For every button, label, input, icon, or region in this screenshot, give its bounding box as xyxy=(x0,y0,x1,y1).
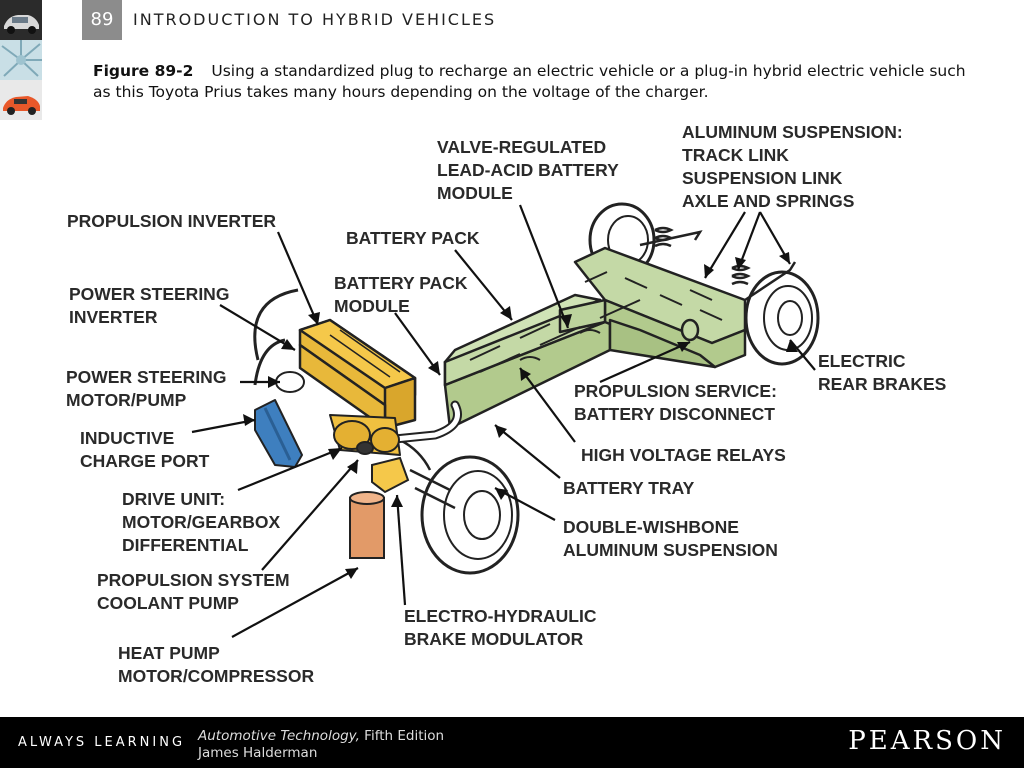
label-battery-pack-module: BATTERY PACK MODULE xyxy=(334,273,472,316)
label-heat-pump: HEAT PUMP MOTOR/COMPRESSOR xyxy=(118,643,314,686)
leader-arrowheads xyxy=(243,252,798,579)
figure-caption-text: Using a standardized plug to recharge an… xyxy=(93,62,966,101)
label-drive-unit: DRIVE UNIT: MOTOR/GEARBOX DIFFERENTIAL xyxy=(122,489,285,555)
chapter-thumbnails xyxy=(0,0,42,122)
label-battery-tray: BATTERY TRAY xyxy=(563,478,695,498)
front-wheel xyxy=(420,455,520,575)
chapter-number: 89 xyxy=(82,0,122,40)
publisher-logo: PEARSON xyxy=(848,726,1006,756)
slogan: ALWAYS LEARNING xyxy=(18,735,186,750)
heat-pump-compressor xyxy=(349,491,385,559)
label-power-steering-motor: POWER STEERING MOTOR/PUMP xyxy=(66,367,231,410)
label-aluminum-suspension: ALUMINUM SUSPENSION: TRACK LINK SUSPENSI… xyxy=(682,122,908,211)
label-electric-rear-brakes: ELECTRIC REAR BRAKES xyxy=(818,351,946,394)
label-inductive-charge-port: INDUCTIVE CHARGE PORT xyxy=(80,428,210,471)
book-title: Automotive Technology, xyxy=(198,728,360,744)
component-labels: VALVE-REGULATED LEAD-ACID BATTERY MODULE… xyxy=(66,122,946,686)
rear-right-wheel xyxy=(744,270,820,366)
book-credit: Automotive Technology, Fifth Edition Jam… xyxy=(198,728,444,762)
propulsion-inverter xyxy=(298,318,417,430)
rear-suspension xyxy=(639,226,797,302)
footer-bar: ALWAYS LEARNING Automotive Technology, F… xyxy=(0,717,1024,768)
label-battery-pack: BATTERY PACK xyxy=(346,228,480,248)
label-high-voltage-relays: HIGH VOLTAGE RELAYS xyxy=(581,445,786,465)
brake-modulator xyxy=(371,456,410,494)
front-left-wheel xyxy=(253,288,299,386)
label-propulsion-inverter: PROPULSION INVERTER xyxy=(67,211,276,231)
sports-car-thumbnail xyxy=(0,80,42,120)
drive-unit xyxy=(329,414,401,456)
label-coolant-pump: PROPULSION SYSTEM COOLANT PUMP xyxy=(97,570,294,613)
label-valve-regulated-battery: VALVE-REGULATED LEAD-ACID BATTERY MODULE xyxy=(437,137,623,203)
power-steering-motor xyxy=(275,371,305,393)
car-thumbnail-top xyxy=(0,0,42,40)
book-author: James Halderman xyxy=(198,745,318,761)
label-brake-modulator: ELECTRO-HYDRAULIC BRAKE MODULATOR xyxy=(404,606,601,649)
battery-pack xyxy=(443,246,747,430)
label-propulsion-service: PROPULSION SERVICE: BATTERY DISCONNECT xyxy=(574,381,782,424)
turbine-thumbnail xyxy=(0,40,42,80)
label-double-wishbone: DOUBLE-WISHBONE ALUMINUM SUSPENSION xyxy=(563,517,778,560)
label-power-steering-inverter: POWER STEERING INVERTER xyxy=(69,284,234,327)
vehicle-components-diagram: VALVE-REGULATED LEAD-ACID BATTERY MODULE… xyxy=(66,122,946,686)
figure-label: Figure 89-2 xyxy=(93,62,194,80)
book-edition: Fifth Edition xyxy=(364,728,445,744)
leader-lines xyxy=(191,204,816,638)
chapter-title: INTRODUCTION TO HYBRID VEHICLES xyxy=(133,10,497,29)
inductive-charge-port xyxy=(254,399,303,468)
